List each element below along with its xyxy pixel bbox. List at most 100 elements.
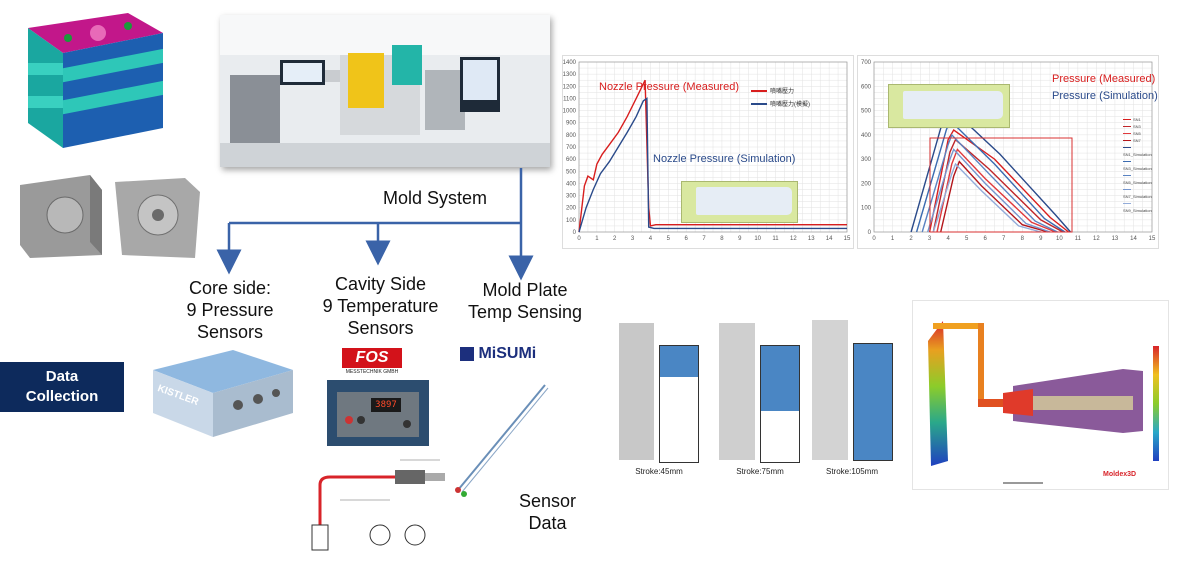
plot-frame — [578, 61, 848, 233]
core-side-line-3: Sensors — [196, 322, 264, 342]
stroke-75-image — [717, 323, 800, 463]
x-tick-label: 3 — [631, 236, 635, 242]
legend-swatch — [1123, 126, 1131, 128]
data-collection-badge: Data Collection — [0, 362, 124, 412]
mold-plate-label: Mold Plate Temp Sensing — [455, 279, 595, 323]
y-tick-label: 100 — [566, 218, 577, 224]
kistler-device: KISTLER — [148, 345, 298, 440]
legend-item: SN1_Simulation — [1123, 144, 1158, 158]
series-line — [940, 160, 1049, 233]
legend-label: 噴嘴壓力(模擬) — [770, 102, 810, 108]
x-tick-label: 0 — [577, 236, 581, 242]
y-tick-label: 800 — [566, 133, 577, 139]
legend-swatch — [751, 90, 767, 93]
x-tick-label: 11 — [772, 236, 779, 242]
series-line — [915, 119, 1066, 233]
y-tick-label: 1000 — [563, 109, 577, 115]
legend-label: SN7_Simulation — [1123, 194, 1152, 199]
nozzle-measured-annotation: Nozzle Pressure (Measured) — [599, 81, 739, 93]
legend-item: SN1 — [1123, 116, 1158, 123]
series-line — [936, 148, 1056, 233]
x-tick-label: 2 — [909, 236, 913, 242]
stroke-75-label: Stroke:75mm — [736, 467, 784, 476]
sensor-data-line-2: Data — [528, 513, 567, 533]
stroke-105-label: Stroke:105mm — [825, 467, 879, 476]
legend-swatch — [1123, 119, 1131, 121]
x-tick-label: 9 — [1039, 236, 1043, 242]
x-tick-label: 11 — [1075, 236, 1082, 242]
nozzle-chart-legend: 噴嘴壓力 噴嘴壓力(模擬) — [751, 86, 810, 112]
plate-line-1: Mold Plate — [482, 280, 568, 300]
legend-item: SN7_Simulation — [1123, 186, 1158, 200]
cavity-simulation-annotation: Pressure (Simulation) — [1052, 90, 1158, 102]
x-tick-label: 5 — [667, 236, 671, 242]
legend-swatch — [1123, 133, 1131, 135]
core-side-line-1: Core side: — [188, 278, 272, 298]
nozzle-part-inset — [681, 181, 798, 223]
legend-label: SN1_Simulation — [1123, 152, 1152, 157]
y-tick-label: 500 — [566, 169, 577, 175]
x-tick-label: 0 — [872, 236, 876, 242]
series-line — [927, 148, 1051, 233]
fos-logo-sub: MESSTECHNIK GMBH — [345, 369, 399, 375]
y-tick-label: 400 — [861, 133, 872, 139]
mold-cavity-gray — [719, 323, 755, 460]
y-tick-label: 500 — [861, 109, 872, 115]
y-tick-label: 0 — [868, 230, 872, 236]
x-tick-label: 14 — [1130, 236, 1137, 242]
stroke-45-label: Stroke:45mm — [635, 467, 683, 476]
fos-logo: FOS MESSTECHNIK GMBH — [342, 348, 402, 378]
thermocouple-drawing — [300, 455, 452, 567]
legend-swatch — [1123, 161, 1131, 163]
stroke-images: Stroke:45mm Stroke:75mm Stroke:105mm — [612, 315, 902, 480]
mold-cad-image — [8, 8, 168, 158]
x-tick-label: 15 — [1149, 236, 1156, 242]
legend-swatch — [751, 103, 767, 106]
data-collection-line-1: Data — [45, 368, 79, 385]
connector-arrows — [216, 168, 534, 281]
legend-label: SN7 — [1133, 138, 1141, 143]
y-tick-label: 400 — [566, 181, 577, 187]
cavity-part-inset — [888, 84, 1010, 128]
y-tick-label: 700 — [566, 145, 577, 151]
x-tick-label: 13 — [1112, 236, 1119, 242]
x-tick-label: 6 — [685, 236, 689, 242]
fill-blue — [760, 345, 800, 413]
plate-line-2: Temp Sensing — [467, 302, 583, 322]
y-tick-label: 0 — [573, 230, 577, 236]
legend-swatch — [1123, 140, 1131, 142]
legend-item: SN9_Simulation — [1123, 200, 1158, 214]
cavity-line-1: Cavity Side — [334, 274, 427, 294]
sensor-data-line-1: Sensor — [518, 491, 577, 511]
fill-blue — [659, 345, 699, 379]
moldex-logo: Moldex3D — [1103, 471, 1137, 478]
series-line — [928, 128, 1070, 233]
y-tick-label: 700 — [861, 60, 872, 66]
legend-label: 噴嘴壓力 — [770, 89, 795, 95]
part-shape — [903, 91, 1003, 119]
y-tick-label: 1400 — [563, 60, 577, 66]
misumi-mark-icon — [460, 347, 474, 361]
mold-cavity-gray — [812, 320, 848, 460]
stroke-105-image — [810, 320, 893, 463]
misumi-logo-text: MiSUMi — [478, 345, 537, 362]
x-tick-label: 1 — [891, 236, 895, 242]
x-tick-label: 4 — [649, 236, 653, 242]
highlight-box — [929, 137, 1073, 233]
stroke-45-image — [617, 323, 699, 463]
x-tick-label: 10 — [1056, 236, 1063, 242]
y-tick-label: 1300 — [563, 72, 577, 78]
y-tick-label: 200 — [861, 181, 872, 187]
legend-label: SN3 — [1133, 124, 1141, 129]
legend-label: SN5 — [1133, 131, 1141, 136]
y-tick-label: 100 — [861, 206, 872, 212]
y-tick-label: 300 — [566, 194, 577, 200]
legend-label: SN5_Simulation — [1123, 180, 1152, 185]
mold-system-label: Mold System — [382, 188, 488, 208]
x-tick-label: 8 — [720, 236, 724, 242]
fill-empty — [659, 377, 699, 463]
nozzle-simulation-annotation: Nozzle Pressure (Simulation) — [653, 153, 796, 165]
series-line — [932, 162, 1041, 233]
